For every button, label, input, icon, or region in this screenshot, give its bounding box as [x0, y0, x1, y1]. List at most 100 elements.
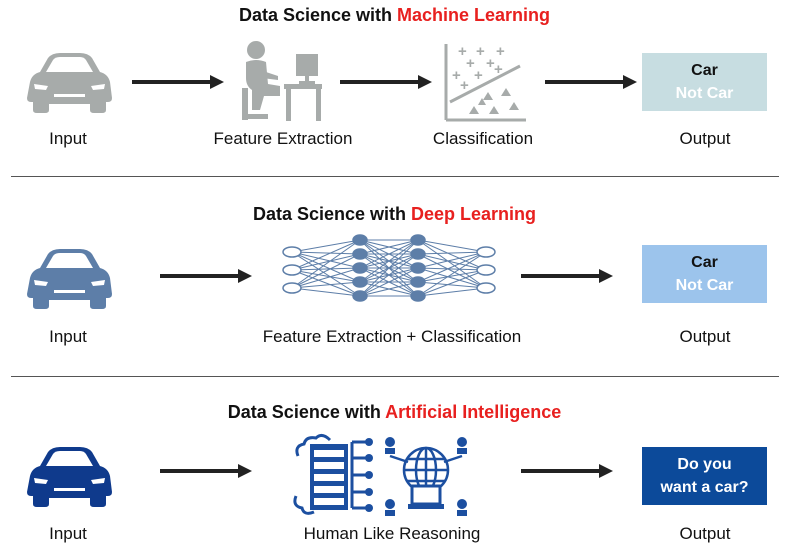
- nn-edge: [291, 269, 361, 297]
- nn-edge: [291, 251, 361, 269]
- nn-edge: [291, 267, 361, 271]
- output-not-car-label: Not Car: [675, 277, 734, 294]
- nn-edge: [359, 239, 419, 297]
- nn-node: [352, 234, 368, 246]
- nn-node: [410, 290, 426, 302]
- nn-node: [282, 282, 302, 294]
- nn-edge: [291, 239, 361, 289]
- nn-node: [352, 276, 368, 288]
- server-cloud-icon: [293, 433, 373, 515]
- arrow-icon: [160, 464, 252, 478]
- nn-node: [352, 290, 368, 302]
- ml-feature-extraction-label: Feature Extraction: [213, 129, 353, 148]
- svg-text:+: +: [460, 77, 469, 94]
- arrow-icon: [521, 269, 613, 283]
- nn-node: [476, 282, 496, 294]
- nn-edge: [417, 287, 487, 297]
- nn-edge: [417, 269, 487, 283]
- ml-input-label: Input: [49, 129, 87, 148]
- svg-text:+: +: [452, 67, 461, 84]
- svg-text:+: +: [486, 55, 495, 72]
- nn-edge: [291, 269, 361, 283]
- nn-edge: [417, 251, 487, 255]
- worker-at-desk-icon: [242, 41, 322, 121]
- nn-edge: [291, 253, 361, 271]
- classification-plot-icon: +++ ++ +++ +: [444, 44, 526, 122]
- svg-text:+: +: [494, 61, 503, 78]
- nn-edge: [417, 267, 487, 289]
- nn-node: [476, 246, 496, 258]
- dl-output-label: Output: [679, 327, 731, 346]
- dl-input-label: Input: [49, 327, 87, 346]
- nn-edge: [291, 253, 361, 289]
- nn-node: [352, 262, 368, 274]
- nn-node: [410, 262, 426, 274]
- nn-edge: [417, 267, 487, 271]
- nn-edge: [291, 251, 361, 255]
- arrow-icon: [521, 464, 613, 478]
- nn-edge: [359, 253, 419, 297]
- nn-edge: [417, 253, 487, 289]
- nn-edge: [417, 281, 487, 289]
- nn-node: [282, 246, 302, 258]
- arrow-icon: [160, 269, 252, 283]
- ml-classification-label: Classification: [432, 129, 534, 148]
- output-car-label: Car: [691, 62, 718, 79]
- svg-text:+: +: [458, 44, 467, 60]
- nn-edge: [291, 281, 361, 289]
- nn-edge: [291, 267, 361, 289]
- nn-edge: [417, 239, 487, 271]
- ai-input-label: Input: [49, 524, 87, 543]
- output-not-car-label: Not Car: [675, 85, 734, 102]
- arrow-icon: [340, 75, 432, 89]
- ml-output-label: Output: [679, 129, 731, 148]
- svg-text:+: +: [466, 55, 475, 72]
- nn-edge: [359, 239, 419, 283]
- nn-edge: [417, 251, 487, 297]
- car-icon: [27, 447, 112, 507]
- nn-edge: [417, 251, 487, 269]
- section-divider: [11, 376, 779, 377]
- ai-step-label: Human Like Reasoning: [303, 524, 481, 543]
- dl-output-box: Car Not Car: [642, 245, 767, 303]
- ai-output-label: Output: [679, 524, 731, 543]
- nn-node: [282, 264, 302, 276]
- section-divider: [11, 176, 779, 177]
- car-icon: [27, 53, 112, 113]
- car-icon: [27, 249, 112, 309]
- nn-edge: [291, 287, 361, 297]
- ml-title-accent: Machine Learning: [397, 5, 551, 25]
- globe-network-icon: [385, 437, 467, 516]
- nn-node: [410, 248, 426, 260]
- output-question-line1: Do you: [677, 456, 732, 473]
- nn-edge: [359, 281, 419, 297]
- nn-edge: [417, 239, 487, 289]
- ml-section-title: Data Science with Machine Learning: [238, 5, 551, 25]
- nn-node: [352, 248, 368, 260]
- arrow-icon: [545, 75, 637, 89]
- nn-edge: [417, 251, 487, 283]
- nn-edge: [417, 239, 487, 253]
- nn-node: [410, 234, 426, 246]
- nn-edge: [417, 269, 487, 297]
- svg-text:+: +: [496, 44, 505, 60]
- nn-edge: [291, 251, 361, 283]
- nn-edge: [359, 267, 419, 297]
- nn-node: [410, 276, 426, 288]
- output-question-line2: want a car?: [660, 479, 749, 496]
- nn-edge: [417, 253, 487, 271]
- ml-output-box: Car Not Car: [642, 53, 767, 111]
- nn-edge: [359, 239, 419, 255]
- dl-step-label: Feature Extraction + Classification: [262, 327, 522, 346]
- nn-edge: [291, 239, 361, 253]
- dl-title-accent: Deep Learning: [411, 204, 537, 224]
- ai-section-title: Data Science with Artificial Intelligenc…: [227, 402, 562, 422]
- dl-section-title: Data Science with Deep Learning: [252, 204, 537, 224]
- svg-text:+: +: [474, 67, 483, 84]
- nn-node: [476, 264, 496, 276]
- nn-edge: [291, 239, 361, 271]
- neural-network-icon: [282, 234, 496, 302]
- nn-edge: [291, 251, 361, 297]
- ai-title-accent: Artificial Intelligence: [385, 402, 562, 422]
- nn-edge: [359, 239, 419, 269]
